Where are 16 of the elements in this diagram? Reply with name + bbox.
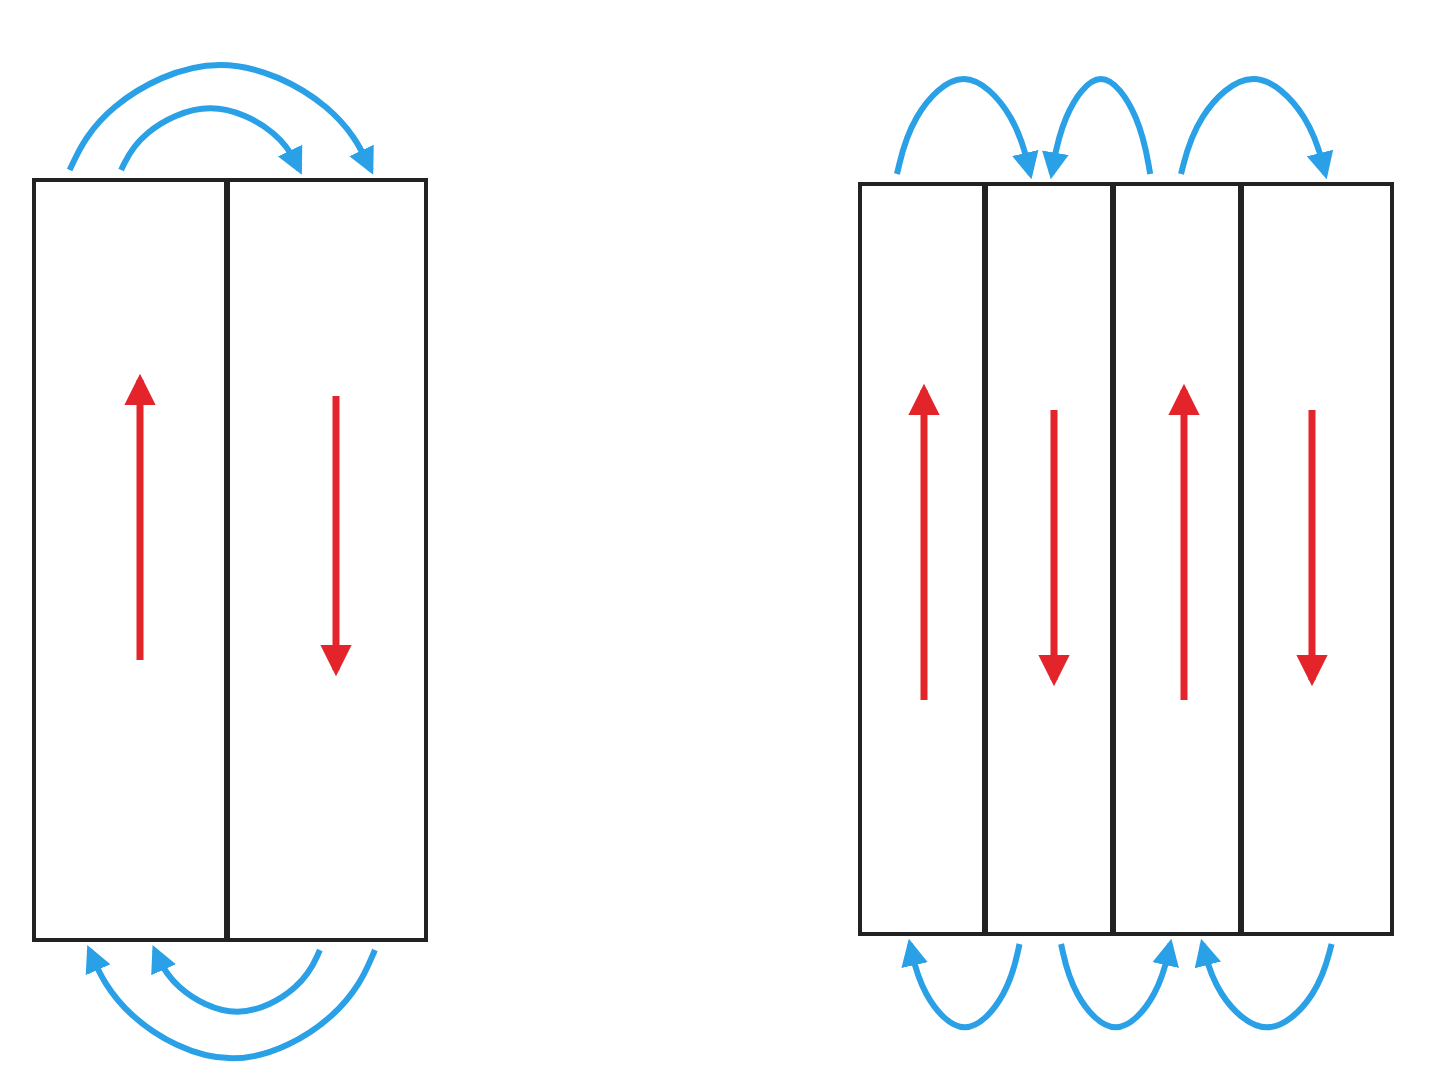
domain-panel — [982, 182, 1116, 936]
curved-arrow — [118, 105, 303, 175]
curved-arrow — [66, 62, 374, 175]
curved-arrow — [1058, 938, 1179, 1031]
domain-panel — [1238, 182, 1394, 936]
domain-panel — [858, 182, 988, 936]
curved-arrow — [1194, 938, 1335, 1031]
curved-arrow — [894, 76, 1039, 180]
domain-panel — [32, 178, 230, 942]
curved-arrow — [1178, 76, 1334, 180]
curved-arrow — [151, 945, 323, 1015]
domain-panel — [1110, 182, 1244, 936]
curved-arrow — [901, 938, 1023, 1031]
curved-arrow — [85, 945, 378, 1062]
curved-arrow — [1042, 76, 1154, 180]
domain-panel — [224, 178, 428, 942]
